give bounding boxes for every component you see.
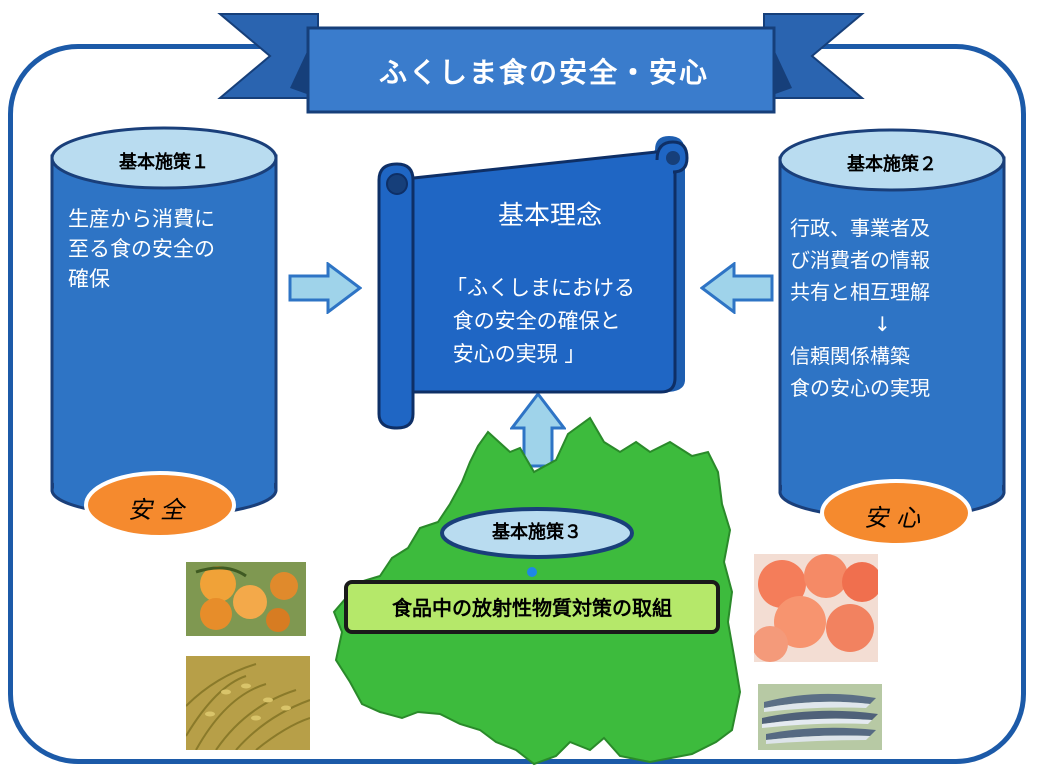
right-arrow-icon [288,262,362,314]
measure2-line: 信頼関係構築 [790,344,910,368]
persimmon-photo [186,562,306,636]
principle-title: 基本理念 [497,201,602,231]
measure2-line: び消費者の情報 [790,248,930,272]
measure1-text: 生産から消費に 至る食の安全の 確保 [68,204,268,294]
measure3-oval [440,507,634,559]
measure3-box [344,580,720,634]
safety-badge-label: 安全 [128,496,192,524]
up-arrow-icon [510,392,566,468]
principle-body: 「ふくしまにおける 食の安全の確保と 安心の実現 」 [446,276,635,366]
reassurance-badge [820,479,972,547]
reassurance-badge-label: 安心 [864,504,928,532]
title-banner [217,13,865,114]
measure2-line: 共有と相互理解 [790,280,930,304]
saury-photo [758,684,882,750]
measure1-line: 至る食の安全の [68,237,215,261]
safety-badge [84,471,236,539]
measure2-cylinder [778,128,1006,520]
measure1-line: 生産から消費に [68,207,215,231]
measure3-label: 基本施策３ [492,522,582,543]
peach-photo [754,554,878,662]
principle-scroll [377,136,689,430]
rice-photo [186,656,310,750]
measure1-cylinder [50,126,278,518]
measure2-line: 行政、事業者及 [790,216,930,240]
measure1-label: 基本施策１ [119,152,209,173]
measure1-line: 確保 [68,267,110,291]
left-arrow-icon [700,262,774,314]
measure3-text: 食品中の放射性物質対策の取組 [392,596,672,620]
page-title: ふくしま食の安全・安心 [378,56,709,89]
measure2-line: 食の安心の実現 [790,376,930,400]
measure2-label: 基本施策２ [847,154,937,175]
measure2-line: ↓ [874,312,891,336]
measure2-text: 行政、事業者及 び消費者の情報 共有と相互理解 ↓ 信頼関係構築 食の安心の実現 [790,212,1002,404]
